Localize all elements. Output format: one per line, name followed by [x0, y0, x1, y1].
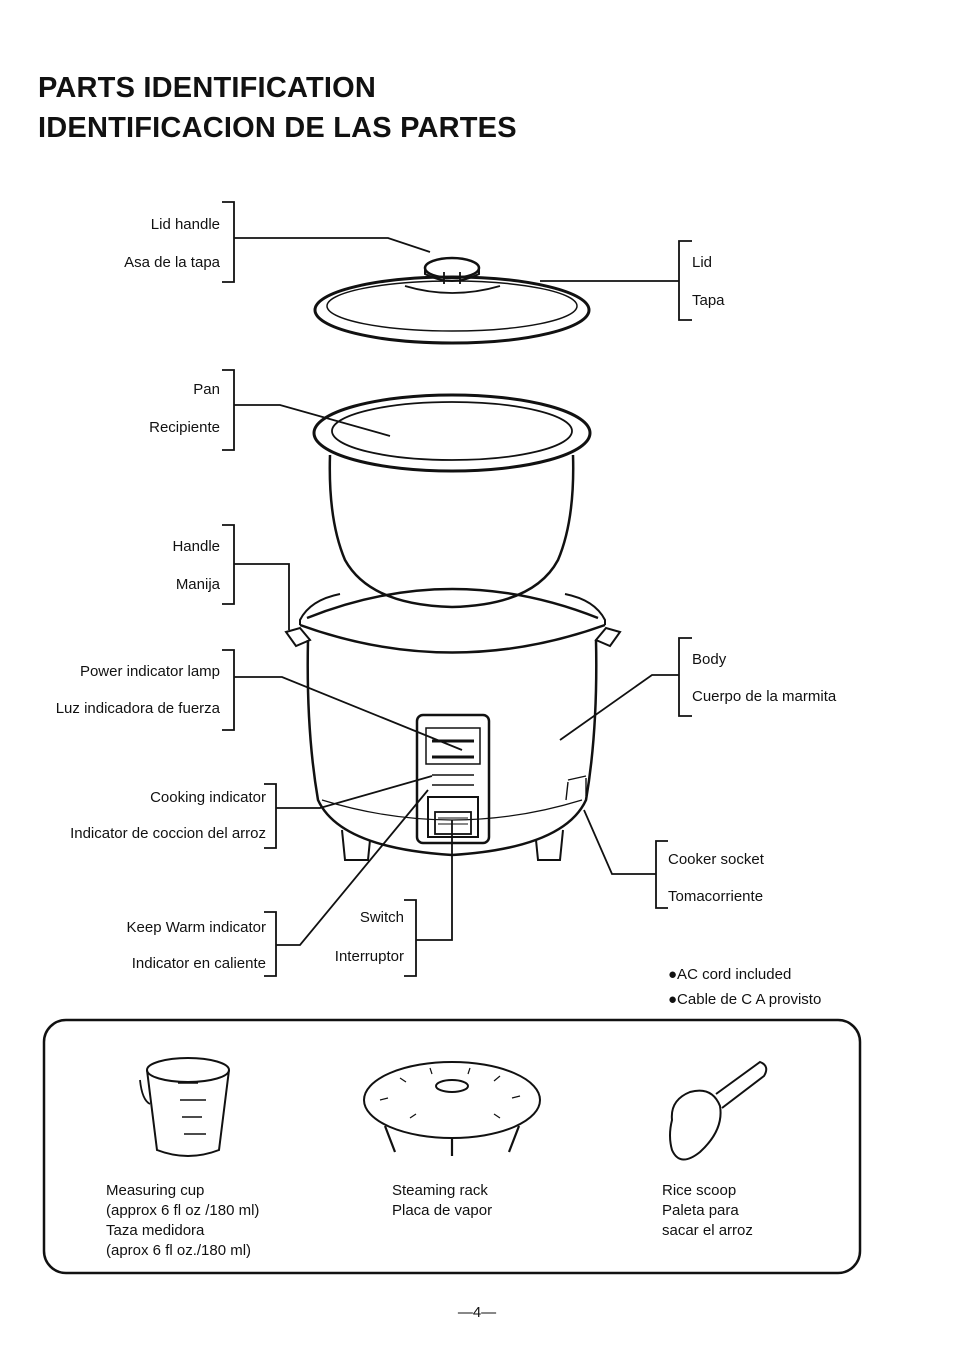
measuring-cup-caption: Measuring cup (approx 6 fl oz /180 ml) T…	[106, 1182, 260, 1259]
pan-label-es: Recipiente	[149, 419, 220, 436]
lid-label-es: Tapa	[692, 292, 725, 309]
page-title: PARTS IDENTIFICATION	[38, 72, 377, 104]
handle-label: Handle	[172, 538, 220, 555]
power-lamp-label-es: Luz indicadora de fuerza	[55, 700, 220, 717]
cooking-indicator-label: Cooking indicator	[150, 789, 266, 806]
body-label-es: Cuerpo de la marmita	[692, 688, 837, 705]
pan-illustration	[312, 393, 592, 609]
switch-label: Switch	[359, 909, 404, 926]
power-lamp-label: Power indicator lamp	[79, 663, 220, 680]
page-subtitle: IDENTIFICACION DE LAS PARTES	[38, 112, 517, 144]
rice-scoop-caption: Rice scoop Paleta para sacar el arroz	[662, 1182, 753, 1239]
steaming-rack-caption: Steaming rack Placa de vapor	[392, 1182, 493, 1219]
cooking-indicator-label-es: Indicator de coccion del arroz	[70, 825, 266, 842]
lid-handle-label: Lid handle	[150, 216, 220, 233]
accessories-box	[42, 1018, 862, 1275]
leader-lines	[222, 201, 692, 977]
body-illustration	[284, 587, 622, 861]
lid-handle-label-es: Asa de la tapa	[124, 254, 220, 271]
lid-illustration	[313, 256, 591, 345]
ac-cord-note: ●AC cord included	[668, 966, 792, 983]
cooker-socket-label: Cooker socket	[668, 851, 764, 868]
body-label: Body	[692, 651, 727, 668]
steaming-rack-icon	[363, 1061, 541, 1156]
ac-cord-note-es: ●Cable de C A provisto	[668, 991, 822, 1008]
handle-label-es: Manija	[175, 576, 220, 593]
lid-label: Lid	[692, 254, 713, 271]
switch-label-es: Interruptor	[334, 948, 404, 965]
pan-label: Pan	[193, 381, 220, 398]
rice-scoop-icon	[669, 1060, 768, 1161]
keep-warm-label: Keep Warm indicator	[126, 919, 267, 936]
page-number: —4—	[457, 1304, 497, 1321]
keep-warm-label-es: Indicator en caliente	[131, 955, 266, 972]
cooker-socket-label-es: Tomacorriente	[668, 888, 764, 905]
measuring-cup-icon	[139, 1057, 230, 1157]
